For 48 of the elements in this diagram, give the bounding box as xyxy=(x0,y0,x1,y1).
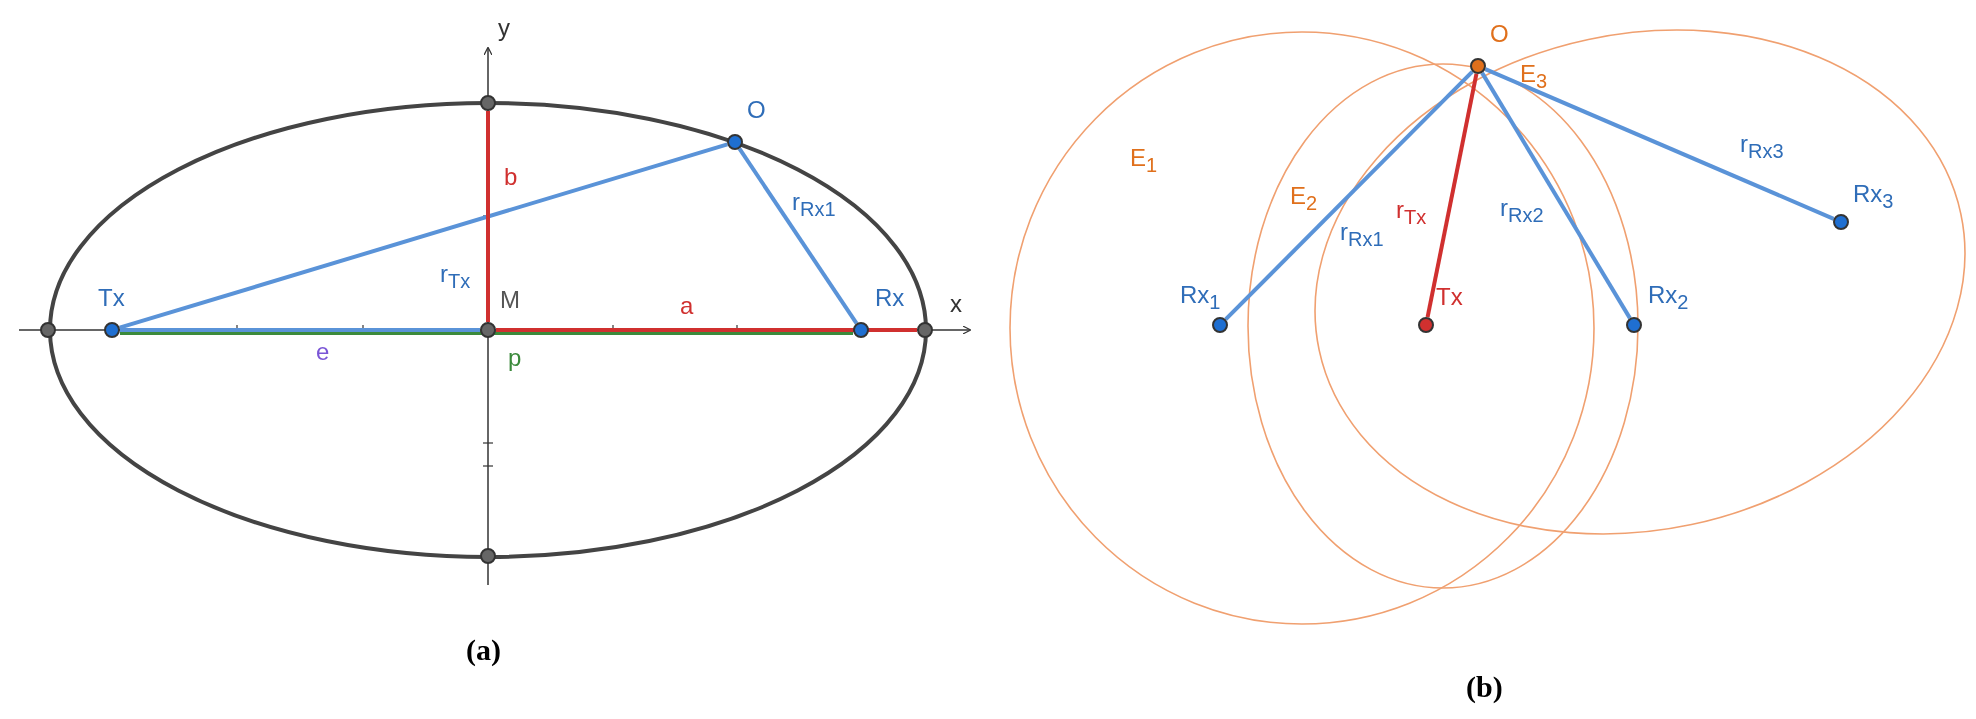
panel-caption: (b) xyxy=(1466,672,1503,702)
point-marker xyxy=(104,322,120,338)
line-segment xyxy=(496,328,917,332)
vertex-point xyxy=(480,95,496,111)
line-segment xyxy=(486,111,490,322)
edge-label: p xyxy=(508,346,522,370)
point-marker xyxy=(480,322,496,338)
vertex-point xyxy=(917,322,933,338)
point-marker xyxy=(727,134,743,150)
axis-label: y xyxy=(498,16,510,40)
line-segment xyxy=(120,328,480,332)
point-marker xyxy=(1833,214,1849,230)
edge-label: r$_{Tx}$ xyxy=(440,262,471,291)
edge-label: r$_{Tx}$ xyxy=(1396,198,1427,227)
line-segment xyxy=(1480,71,1632,320)
point-label: O xyxy=(1490,22,1509,46)
point-label: Rx xyxy=(875,286,905,310)
panel-caption: (a) xyxy=(466,635,501,665)
point-marker xyxy=(1212,317,1228,333)
edge-label: e xyxy=(316,340,330,364)
curve-label: E$_{2}$ xyxy=(1290,184,1318,213)
line-segment xyxy=(737,147,859,325)
line-segment xyxy=(120,331,853,335)
point-label: M xyxy=(500,288,520,312)
curve-label: E$_{3}$ xyxy=(1520,62,1548,91)
point-label: O xyxy=(747,98,766,122)
edge-label: a xyxy=(680,294,694,318)
point-marker xyxy=(1626,317,1642,333)
vertex-point xyxy=(40,322,56,338)
point-label: Rx$_{1}$ xyxy=(1180,283,1221,312)
edge-label: r$_{Rx2}$ xyxy=(1500,196,1544,225)
line-segment xyxy=(1484,67,1835,221)
vertex-point xyxy=(480,548,496,564)
axis-label: x xyxy=(950,292,962,316)
point-marker xyxy=(1470,58,1486,74)
edge-label: r$_{Rx1}$ xyxy=(1340,220,1384,249)
edge-label: r$_{Rx3}$ xyxy=(1740,132,1784,161)
line-segment xyxy=(1224,70,1474,321)
edge-label: r$_{Rx1}$ xyxy=(792,190,836,219)
point-marker xyxy=(853,322,869,338)
point-label: Rx$_{3}$ xyxy=(1853,182,1894,211)
line-segment xyxy=(1425,73,1479,318)
curve-label: E$_{1}$ xyxy=(1130,146,1158,175)
point-marker xyxy=(1418,317,1434,333)
edge-label: b xyxy=(504,165,518,189)
point-label: Tx xyxy=(98,286,125,310)
point-label: Rx$_{2}$ xyxy=(1648,283,1689,312)
point-label: Tx xyxy=(1436,285,1463,309)
